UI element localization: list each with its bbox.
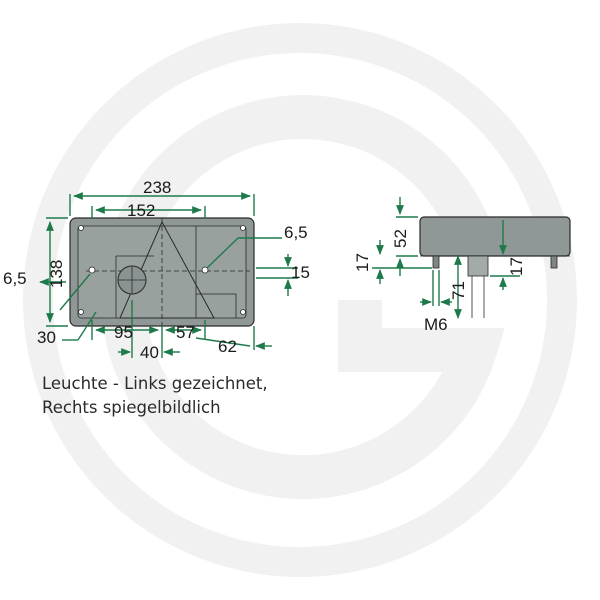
- front-dimension-lines: [39, 192, 298, 358]
- dim-margin-30: 30: [37, 328, 56, 347]
- dim-hole-left: 6,5: [3, 269, 27, 288]
- dim-57: 57: [176, 323, 195, 342]
- side-dimension-lines: [372, 197, 520, 319]
- caption-line-2: Rechts spiegelbildlich: [42, 398, 221, 417]
- dim-40: 40: [140, 343, 159, 362]
- dim-connector-71: 71: [449, 281, 468, 300]
- lamp-side-view: [419, 216, 571, 318]
- dim-stud-17-left: 17: [353, 253, 372, 272]
- dim-depth-52: 52: [391, 229, 410, 248]
- dim-width-238: 238: [143, 178, 171, 197]
- dim-62: 62: [218, 337, 237, 356]
- dim-thread-m6: M6: [424, 315, 448, 334]
- dim-offset-15: 15: [291, 263, 310, 282]
- dim-95: 95: [114, 323, 133, 342]
- caption-line-1: Leuchte - Links gezeichnet,: [42, 374, 268, 393]
- dim-stud-17-right: 17: [507, 257, 526, 276]
- drawing-caption: Leuchte - Links gezeichnet, Rechts spieg…: [42, 372, 268, 420]
- dim-hole-right: 6,5: [284, 223, 308, 242]
- dim-height-138: 138: [47, 260, 66, 288]
- dim-width-152: 152: [127, 201, 155, 220]
